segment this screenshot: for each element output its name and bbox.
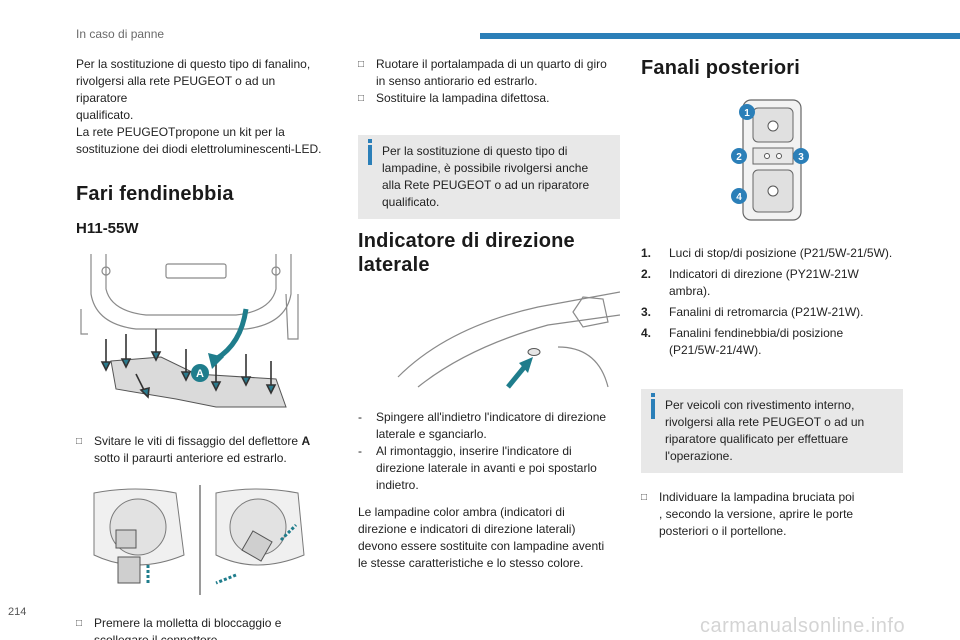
rear-label-4: 4	[736, 192, 742, 203]
fog-lamp-diagram	[76, 485, 316, 595]
square-bullet-icon: □	[358, 59, 365, 70]
amber-bulbs-paragraph: Le lampadine color ambra (indicatori di …	[358, 505, 605, 570]
list-item: 3.Fanalini di retromarcia (P21W-21W).	[641, 305, 864, 319]
rear-lights-heading: Fanali posteriori	[641, 57, 800, 79]
header-section-title: In caso di panne	[76, 27, 165, 41]
rear-label-2: 2	[736, 152, 742, 163]
fog-step-2: □ Premere la molletta di bloccaggio e sc…	[76, 616, 282, 640]
side-indicator-heading: Indicatore di direzione laterale	[358, 230, 575, 276]
replace-bulb-step: □ Sostituire la lampadina difettosa.	[358, 91, 550, 105]
square-bullet-icon: □	[76, 618, 83, 629]
fog-lights-heading: Fari fendinebbia	[76, 183, 234, 205]
column-left: Per la sostituzione di questo tipo di fa…	[76, 56, 326, 640]
square-bullet-icon: □	[641, 492, 648, 503]
diagram-label-a: A	[196, 368, 204, 380]
rear-bulb-list: 1.Luci di stop/di posizione (P21/5W-21/5…	[641, 245, 903, 359]
watermark: carmanualsonline.info	[700, 615, 906, 637]
page-number: 214	[8, 606, 27, 618]
rotate-lampholder-step: □ Ruotare il portalampada di un quarto d…	[358, 57, 607, 88]
info-bar-icon	[368, 139, 372, 165]
rear-light-diagram: 1 2 3 4	[731, 98, 811, 223]
rear-label-3: 3	[798, 152, 804, 163]
square-bullet-icon: □	[76, 436, 83, 447]
rear-step-1: □ Individuare la lampadina bruciata poi …	[641, 490, 855, 538]
fog-step-1: □ Svitare le viti di fissaggio del defle…	[76, 434, 311, 465]
deflector-label: A	[301, 434, 311, 448]
side-indicator-dash-2: - Al rimontaggio, inserire l'indicatore …	[358, 444, 597, 492]
list-item: 1.Luci di stop/di posizione (P21/5W-21/5…	[641, 246, 893, 260]
header-accent-bar	[480, 33, 960, 39]
square-bullet-icon: □	[358, 93, 365, 104]
rear-info-box: Per veicoli con rivestimento interno, ri…	[641, 389, 903, 473]
list-item: 4.Fanalini fendinebbia/di posizione (P21…	[641, 326, 844, 357]
info-bar-icon	[651, 393, 655, 419]
intro-paragraph: Per la sostituzione di questo tipo di fa…	[76, 57, 322, 156]
list-item: 2.Indicatori di direzione (PY21W-21W amb…	[641, 267, 859, 298]
side-indicator-diagram	[358, 287, 620, 397]
fog-info-box: Per la sostituzione di questo tipo di la…	[358, 135, 620, 219]
fog-bulb-subtitle: H11-55W	[76, 220, 139, 237]
side-indicator-dash-1: - Spingere all'indietro l'indicatore di …	[358, 410, 607, 441]
bumper-deflector-diagram: A	[76, 249, 306, 419]
rear-label-1: 1	[744, 108, 750, 119]
column-middle: □ Ruotare il portalampada di un quarto d…	[358, 56, 620, 572]
column-right: Fanali posteriori 1 2 3 4 1.Luci d	[641, 56, 903, 540]
